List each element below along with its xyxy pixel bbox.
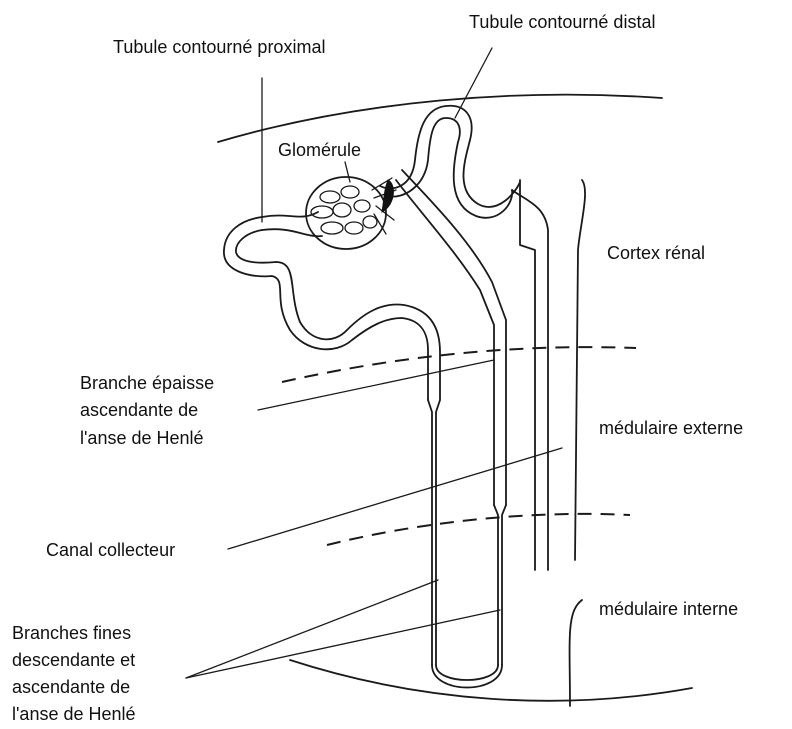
label-tcd: Tubule contourné distal (469, 12, 655, 32)
label-branches-fines-3: ascendante de (12, 677, 130, 697)
label-cortex: Cortex rénal (607, 243, 705, 263)
papilla-boundary (290, 660, 692, 701)
label-branche-epaisse-3: l'anse de Henlé (80, 428, 204, 448)
collecting-duct (570, 180, 586, 706)
label-branches-fines-4: l'anse de Henlé (12, 704, 136, 724)
tcd-leader (455, 48, 492, 118)
kidney-outer-boundary (218, 95, 662, 142)
label-medulaire-interne: médulaire interne (599, 599, 738, 619)
label-tcp: Tubule contourné proximal (113, 37, 325, 57)
label-branche-epaisse-1: Branche épaisse (80, 373, 214, 393)
branche-epaisse-leader (258, 360, 494, 410)
label-branche-epaisse-2: ascendante de (80, 400, 198, 420)
glomerule-leader (345, 162, 350, 182)
label-branches-fines-2: descendante et (12, 650, 135, 670)
canal-collecteur-leader (228, 448, 562, 549)
label-glomerule: Glomérule (278, 140, 361, 160)
label-canal-collecteur: Canal collecteur (46, 540, 175, 560)
outer-inner-medulla-boundary (327, 514, 630, 545)
label-branches-fines-1: Branches fines (12, 623, 131, 643)
cortex-medulla-boundary (282, 347, 636, 382)
branches-fines-leader-2 (186, 610, 500, 678)
macula-densa (382, 180, 393, 212)
branches-fines-leader-1 (186, 580, 438, 678)
label-medulaire-externe: médulaire externe (599, 418, 743, 438)
